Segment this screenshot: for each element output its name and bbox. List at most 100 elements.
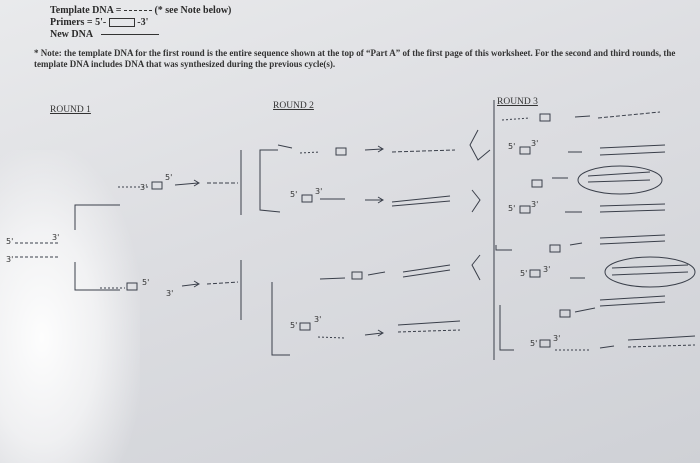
- r3-strand-1-dashes: [501, 117, 531, 121]
- r2-strand-1-arrow: [364, 148, 383, 151]
- r3-primer-6: [529, 269, 541, 278]
- r2-strand-2-arrowhead: [377, 196, 384, 204]
- round-3-label: ROUND 3: [497, 97, 538, 107]
- r2-3-b: 3': [314, 315, 321, 324]
- r3-oval-1-line-a: [587, 171, 651, 177]
- r3-strand-5-new-a: [599, 234, 666, 239]
- r1-lower-new-dna: [206, 281, 239, 285]
- r2-strand-3-new-b: [402, 269, 451, 278]
- r3-primer-4: [519, 205, 531, 214]
- r3-bracket-lower: [499, 305, 514, 351]
- r3-strand-4-new-b: [599, 209, 666, 213]
- r1-lower-5: 5': [142, 278, 149, 287]
- r1-upper-5: 5': [165, 173, 172, 182]
- r2-strand-4-new-b: [397, 329, 461, 333]
- r2-strand-2-new-a: [391, 195, 451, 203]
- r3-primer-7: [559, 309, 571, 318]
- r1-three-prime: 3': [52, 233, 59, 242]
- r2-right-bracket-3: [471, 254, 481, 281]
- worksheet-note: * Note: the template DNA for the first r…: [34, 48, 676, 69]
- r3-primer-5: [549, 244, 561, 253]
- r1-upper-arrowhead: [193, 179, 200, 187]
- r2-bracket-upper: [259, 149, 281, 213]
- r3-bracket-mid: [495, 245, 512, 251]
- r2-strand-1-dashes: [299, 151, 321, 154]
- r1-three-prime-bottom: 3': [6, 255, 13, 264]
- r3-primer-8: [539, 339, 551, 348]
- r3-strand-2-new-b: [599, 151, 666, 156]
- r1-five-prime: 5': [6, 237, 13, 246]
- primer-box: [108, 18, 135, 28]
- round-1-label: ROUND 1: [50, 105, 91, 115]
- r3-oval-2-line-a: [611, 264, 689, 269]
- r2-strand-3-new-a: [402, 264, 451, 273]
- r1-upper-primer: [151, 181, 163, 190]
- r2-strand-4-new-a: [397, 320, 461, 326]
- r1-lower-primer: [126, 282, 138, 291]
- r2-strand-4-arrowhead: [377, 329, 384, 337]
- r2-arrow-1: [277, 144, 293, 149]
- r2-primer-3: [351, 271, 363, 280]
- r3-oval-1: [577, 165, 663, 195]
- r3-strand-1-arrow: [574, 115, 591, 118]
- r3-oval-2: [604, 256, 696, 288]
- r3-oval-2-line-b: [611, 271, 689, 276]
- r3-5-d: 5': [530, 339, 537, 348]
- r3-strand-7-arrow: [574, 307, 596, 313]
- r2-strand-3-line: [319, 277, 346, 280]
- r2-strand-1-arrowhead: [377, 145, 384, 153]
- round-2-label: ROUND 2: [273, 101, 314, 111]
- template-dna-note: (* see Note below): [154, 5, 232, 16]
- r2-primer-4: [299, 322, 311, 331]
- r3-primer-3: [531, 179, 543, 188]
- r3-primer-1: [539, 113, 551, 122]
- new-dna-line-mark: [101, 34, 159, 36]
- primers-end: -3': [137, 17, 149, 28]
- r1-lower-arrowhead: [193, 280, 200, 288]
- r2-strand-1-new: [391, 149, 456, 153]
- r2-primer-2: [301, 194, 313, 203]
- r2-right-bracket-1: [469, 129, 491, 161]
- r3-5-a: 5': [508, 142, 515, 151]
- r3-3-b: 3': [531, 200, 538, 209]
- r2-5-b: 5': [290, 321, 297, 330]
- r2-strand-3-arrow: [367, 271, 386, 276]
- new-dna-line: New DNA: [50, 29, 159, 41]
- r3-primer-2: [519, 146, 531, 155]
- template-dna-label: Template DNA =: [50, 5, 124, 16]
- r2-strand-4-arrow: [364, 332, 383, 336]
- r3-strand-5-arrow: [569, 242, 583, 246]
- r3-strand-5-new-b: [599, 240, 666, 245]
- r2-right-bracket-2: [471, 189, 481, 213]
- template-dna-dashes: [123, 10, 152, 12]
- r3-strand-4-new-a: [599, 203, 666, 207]
- r1-bracket-upper: [74, 204, 120, 230]
- r2-strand-2-new-b: [391, 200, 451, 207]
- r2-primer-1: [335, 147, 347, 156]
- r2-5-a: 5': [290, 190, 297, 199]
- r1-upper-3: 3': [140, 183, 147, 192]
- r3-oval-1-line-b: [587, 179, 651, 183]
- r3-strand-8-new-a: [627, 335, 696, 341]
- r1-bracket-lower: [74, 262, 120, 291]
- primers-label: Primers = 5'-: [50, 17, 107, 28]
- r3-5-c: 5': [520, 269, 527, 278]
- new-dna-label: New DNA: [50, 29, 93, 40]
- r3-strand-7-new-b: [599, 301, 666, 307]
- template-dna-line: Template DNA = (* see Note below): [50, 5, 231, 17]
- r3-strand-1-new: [597, 111, 661, 119]
- r3-strand-8-arrow: [599, 345, 615, 349]
- primers-line: Primers = 5'- -3': [50, 17, 148, 29]
- r3-strand-7-new-a: [599, 295, 666, 301]
- r2-3-a: 3': [315, 187, 322, 196]
- r2-bracket-lower: [271, 282, 290, 356]
- r3-3-a: 3': [531, 139, 538, 148]
- r3-3-d: 3': [553, 334, 560, 343]
- r1-upper-arrow: [174, 182, 199, 186]
- r3-5-b: 5': [508, 204, 515, 213]
- r3-3-c: 3': [543, 265, 550, 274]
- r3-strand-8-new-b: [627, 344, 696, 348]
- r1-lower-3: 3': [166, 289, 173, 298]
- r2-strand-4-dashes: [317, 336, 346, 339]
